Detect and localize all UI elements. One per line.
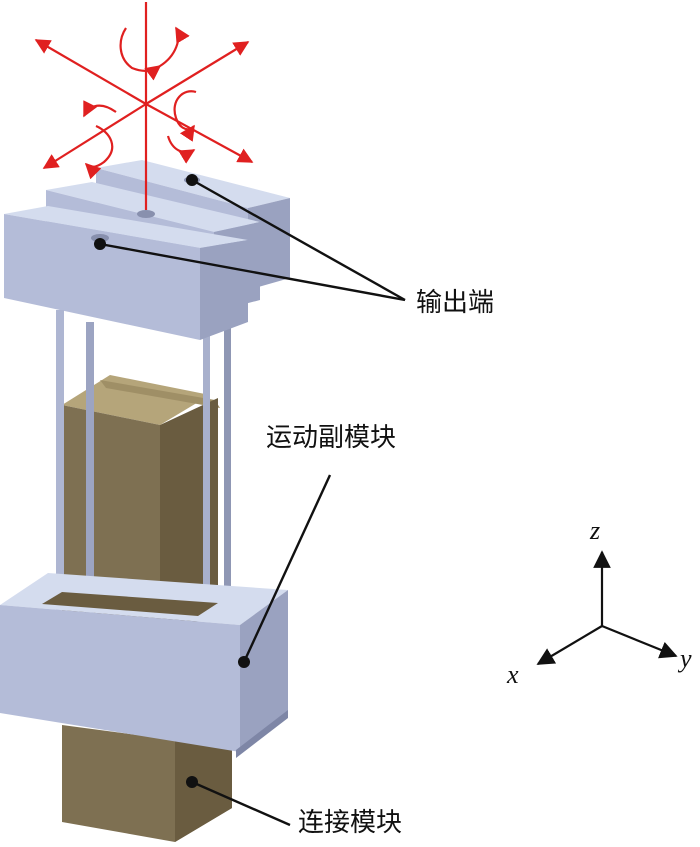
connection-module xyxy=(62,718,232,842)
coordinate-axes xyxy=(536,550,678,665)
output-dot-front xyxy=(94,238,106,250)
y-axis-arrow xyxy=(601,624,678,659)
label-motion-pair-module: 运动副模块 xyxy=(266,423,397,453)
rods-back xyxy=(203,290,231,620)
dof-arrows xyxy=(34,2,254,210)
leader-lines xyxy=(99,178,406,827)
motion-pair-frame xyxy=(0,573,288,758)
motion-pair-dot xyxy=(238,656,250,668)
connection-dot xyxy=(186,776,198,788)
label-output-end: 输出端 xyxy=(416,288,495,318)
output-dot-rear xyxy=(186,174,198,186)
label-connection-module: 连接模块 xyxy=(298,808,403,838)
label-y-axis: y xyxy=(680,644,692,673)
leader-dots xyxy=(94,174,250,788)
rods-front xyxy=(56,310,94,622)
label-x-axis: x xyxy=(507,660,519,689)
label-z-axis: z xyxy=(590,516,601,545)
x-axis-arrow xyxy=(536,625,603,665)
